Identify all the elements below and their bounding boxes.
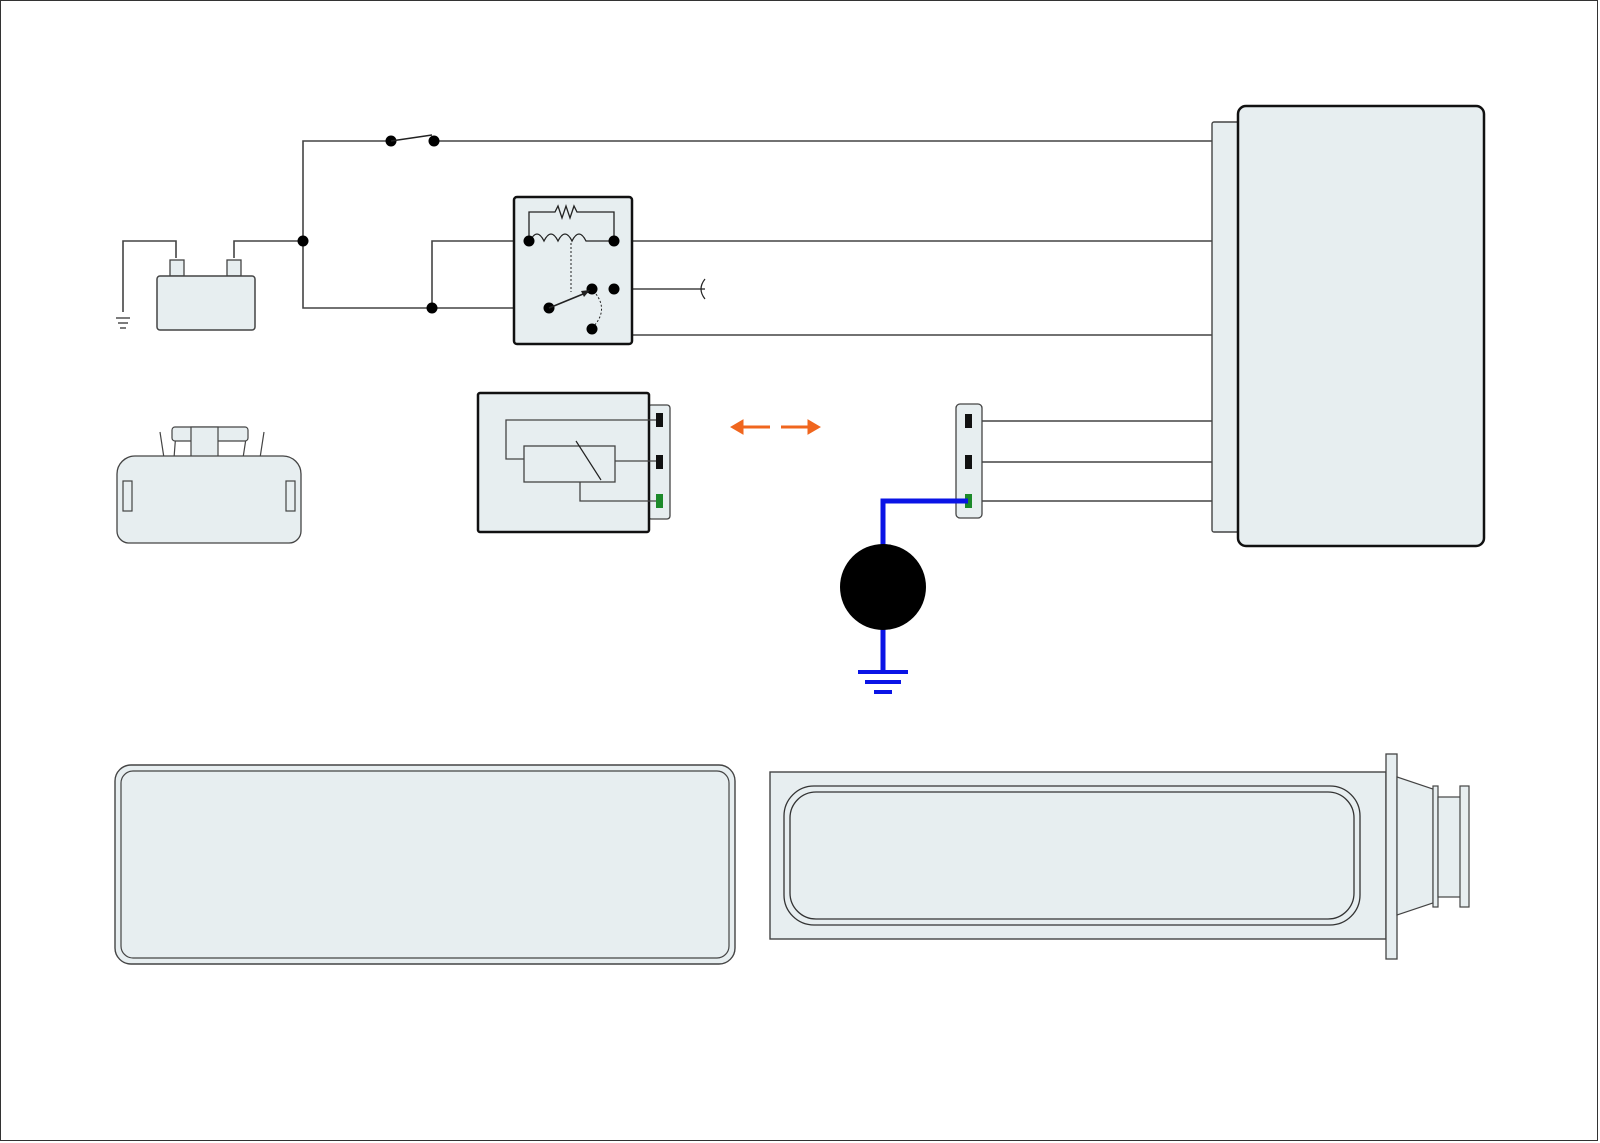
ecm-connector-housing <box>769 753 1470 960</box>
wire-battery-positive <box>233 240 303 258</box>
ground-icon <box>116 317 130 329</box>
fps-connector-face <box>116 426 302 544</box>
wire-to-relay-switch <box>302 241 432 309</box>
fps-sensor <box>476 391 671 534</box>
wire-break-icon <box>700 278 706 300</box>
coil-icon <box>529 233 614 243</box>
wires <box>122 140 1222 502</box>
voltmeter-icon <box>840 544 926 630</box>
pcm-ecm-module <box>1211 104 1486 548</box>
junction-dot <box>426 302 438 314</box>
resistor-icon <box>528 203 615 241</box>
wire-main-relay-power <box>617 289 1222 336</box>
harness-connector <box>955 403 983 519</box>
wire-to-relay-coil <box>431 240 530 308</box>
disconnect-arrows-icon <box>730 419 821 435</box>
wire-battery-negative <box>122 240 177 312</box>
voltmeter <box>840 498 968 694</box>
pcm-connector-housing <box>114 764 736 965</box>
junction-dot <box>297 235 309 247</box>
battery <box>156 259 256 331</box>
ig-switch <box>385 134 440 147</box>
wire-to-ig-sw <box>302 140 390 241</box>
main-relay <box>512 195 706 346</box>
